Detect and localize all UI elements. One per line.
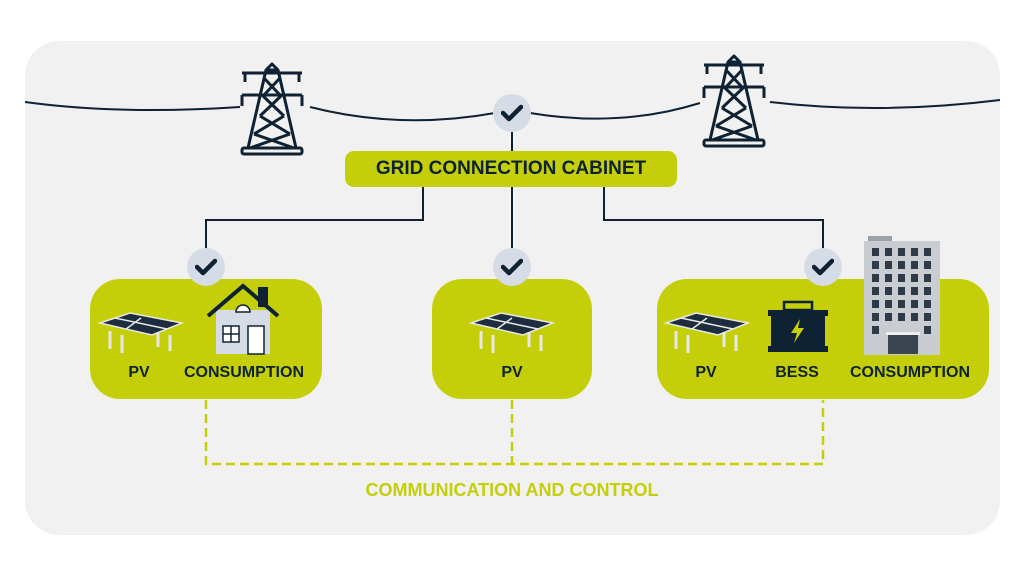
office-building-icon: [864, 236, 940, 355]
asset-label-pv: PV: [695, 364, 717, 381]
power-line: [24, 101, 241, 112]
building-window: [885, 261, 892, 269]
building-window: [898, 274, 905, 282]
building-window: [872, 248, 879, 256]
site-1-status-check-icon: [187, 248, 225, 286]
site-2-status-check-icon: [493, 248, 531, 286]
building-window: [885, 248, 892, 256]
building-window: [885, 274, 892, 282]
building-window: [898, 248, 905, 256]
grid-status-check-icon: [493, 94, 531, 132]
building-window: [885, 287, 892, 295]
solar-panel-icon: [664, 311, 750, 355]
branch-left: [205, 187, 424, 250]
site-node-1: [90, 279, 322, 399]
asset-label-bess: BESS: [775, 364, 819, 381]
building-window: [898, 287, 905, 295]
battery-icon: [768, 300, 828, 352]
building-window: [885, 300, 892, 308]
comm-line: [204, 400, 825, 466]
asset-label-pv: PV: [501, 364, 523, 381]
building-window: [924, 248, 931, 256]
branch-right: [603, 187, 824, 250]
cabinet-label: GRID CONNECTION CABINET: [375, 158, 647, 179]
building-window: [911, 248, 918, 256]
site-node-2: [432, 279, 592, 399]
asset-label-consumption: CONSUMPTION: [184, 364, 304, 381]
power-line: [769, 99, 1001, 110]
building-window: [898, 261, 905, 269]
building-window: [872, 313, 879, 321]
building-window: [872, 287, 879, 295]
building-window: [872, 300, 879, 308]
building-window: [872, 261, 879, 269]
building-window: [872, 326, 879, 334]
building-window: [885, 313, 892, 321]
grid-connection-cabinet: GRID CONNECTION CABINET: [345, 151, 677, 187]
asset-label-pv: PV: [128, 364, 150, 381]
building-window: [911, 313, 918, 321]
building-window: [924, 326, 931, 334]
asset-label-consumption: CONSUMPTION: [850, 364, 970, 381]
building-window: [924, 261, 931, 269]
communication-control-label: COMMUNICATION AND CONTROL: [365, 480, 659, 500]
building-window: [924, 300, 931, 308]
building-window: [924, 274, 931, 282]
building-window: [898, 300, 905, 308]
building-window: [911, 274, 918, 282]
solar-panel-icon: [469, 311, 555, 355]
power-line: [529, 102, 701, 120]
transmission-tower-icon: [702, 54, 766, 148]
building-window: [924, 313, 931, 321]
building-window: [872, 274, 879, 282]
site-3-status-check-icon: [804, 248, 842, 286]
building-window: [924, 287, 931, 295]
building-window: [911, 300, 918, 308]
building-window: [911, 287, 918, 295]
solar-panel-icon: [98, 311, 184, 355]
building-window: [911, 261, 918, 269]
transmission-tower-icon: [240, 62, 304, 156]
building-window: [898, 313, 905, 321]
house-icon: [206, 283, 280, 355]
power-line: [309, 106, 496, 122]
